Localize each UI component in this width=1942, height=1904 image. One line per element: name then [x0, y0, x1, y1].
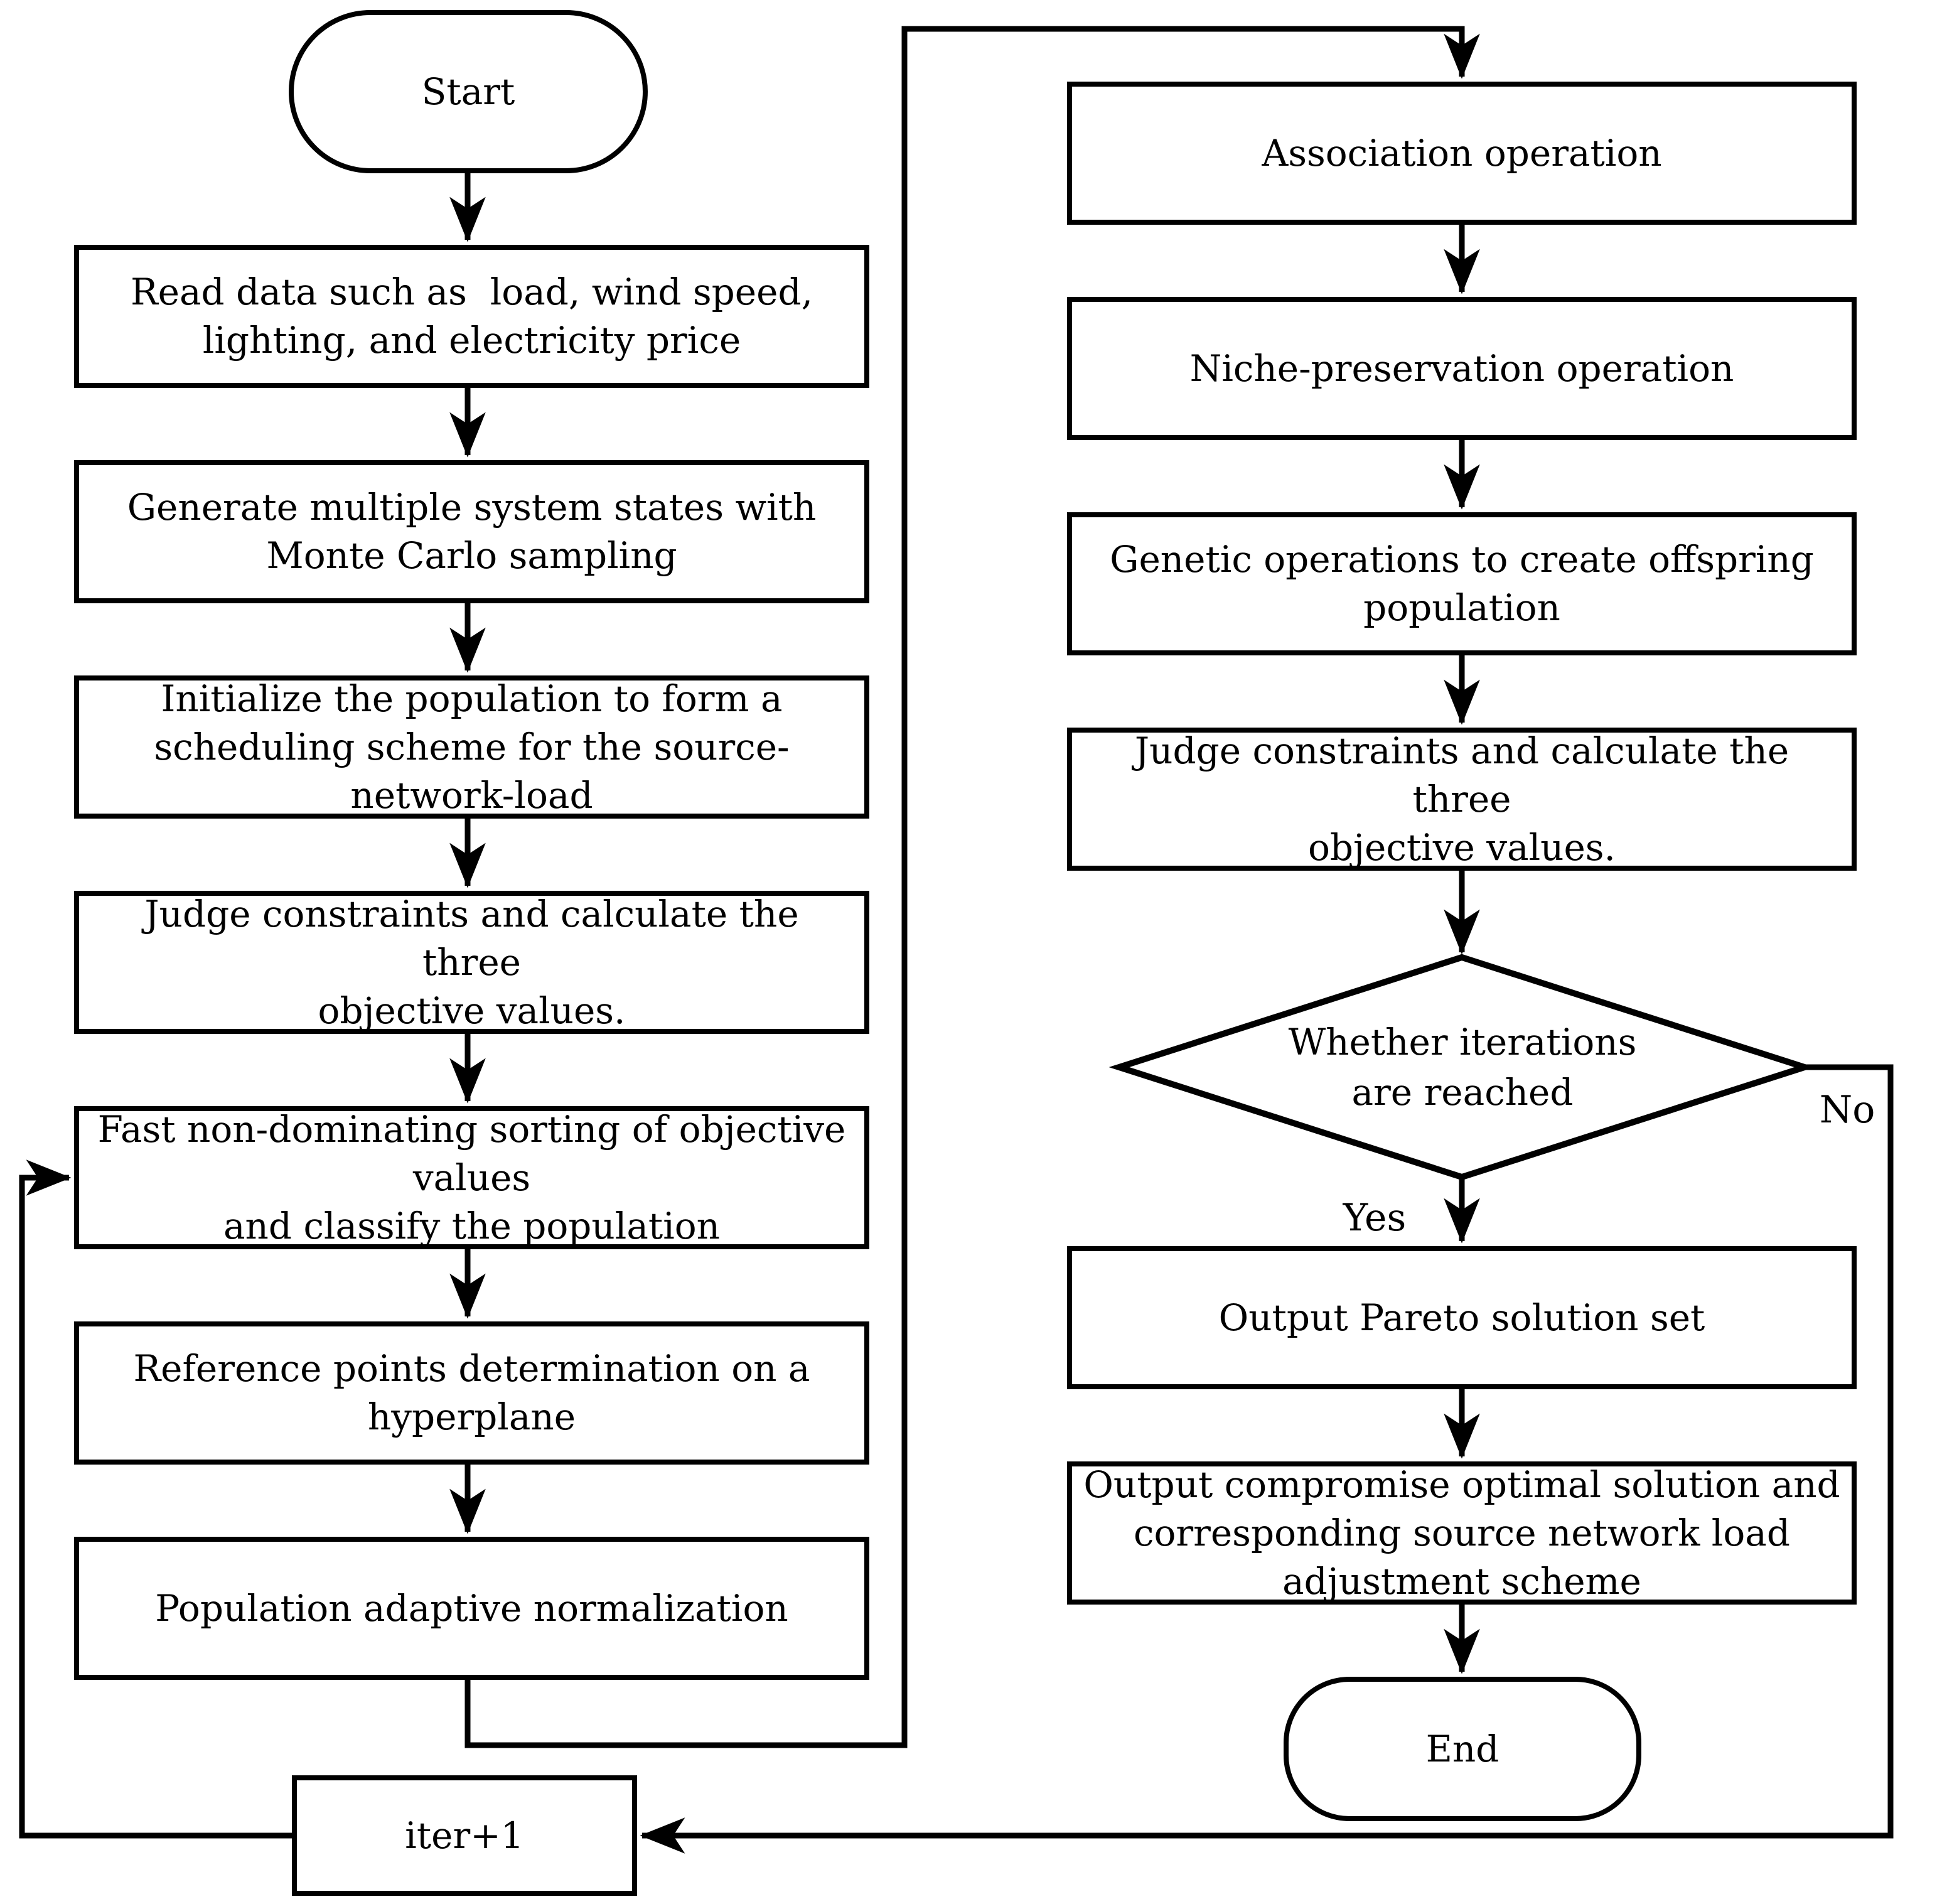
node-iter-increment: iter+1 — [292, 1775, 637, 1896]
decision-label: Whether iterations are reached — [1288, 1021, 1637, 1114]
node-judge-constraints-1: Judge constraints and calculate the thre… — [74, 891, 869, 1034]
node-initialize-population: Initialize the population to form a sche… — [74, 675, 869, 819]
node-association-operation: Association operation — [1067, 82, 1857, 225]
node-reference-points: Reference points determination on a hype… — [74, 1321, 869, 1465]
edge-decision-iter-no — [640, 1064, 1894, 1854]
node-output-compromise: Output compromise optimal solution and c… — [1067, 1461, 1857, 1605]
decision-diamond — [1108, 954, 1815, 1181]
node-output-pareto: Output Pareto solution set — [1067, 1246, 1857, 1389]
node-genetic-operations: Genetic operations to create offspring p… — [1067, 512, 1857, 655]
node-fast-nondominating-sorting: Fast non-dominating sorting of objective… — [74, 1106, 869, 1249]
node-end: End — [1284, 1677, 1641, 1821]
node-start: Start — [289, 10, 648, 173]
edge-iter-fast-loop — [19, 1159, 292, 1839]
node-population-normalization: Population adaptive normalization — [74, 1537, 869, 1680]
node-judge-constraints-2: Judge constraints and calculate the thre… — [1067, 728, 1857, 871]
node-niche-preservation: Niche-preservation operation — [1067, 297, 1857, 440]
edge-label-yes: Yes — [1343, 1196, 1407, 1240]
node-monte-carlo-sampling: Generate multiple system states with Mon… — [74, 460, 869, 603]
edge-population-association — [464, 26, 1480, 1748]
node-read-data: Read data such as load, wind speed, ligh… — [74, 245, 869, 388]
edge-label-no: No — [1819, 1088, 1875, 1132]
